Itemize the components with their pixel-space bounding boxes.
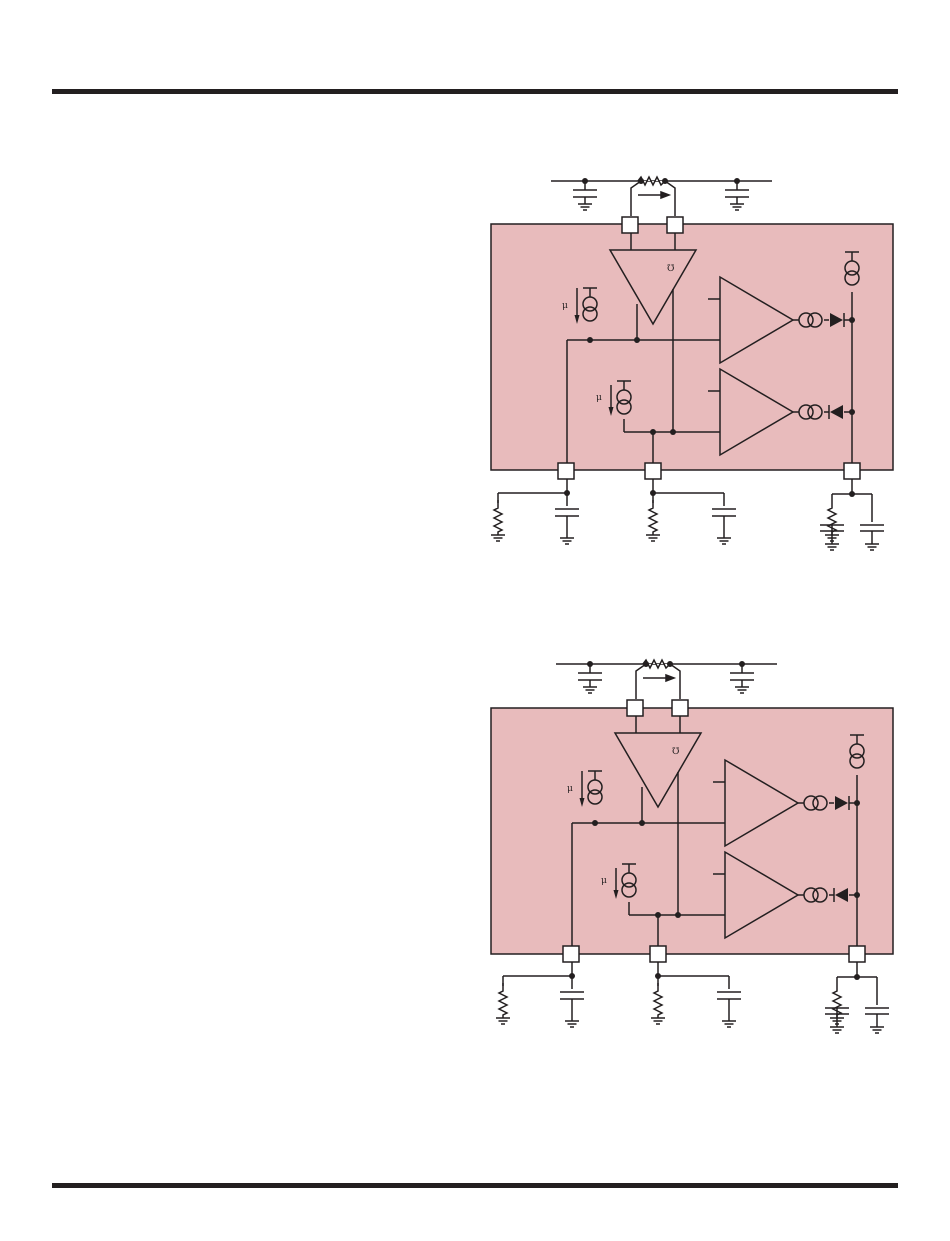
pin-sense-minus — [667, 217, 683, 233]
source-glyph: μ — [562, 301, 568, 311]
diagram-2: ℧ μ μ — [491, 660, 893, 1033]
pin-left — [563, 946, 579, 962]
amp-glyph: ℧ — [667, 264, 675, 274]
amp-glyph: ℧ — [672, 747, 680, 757]
pin-sense-plus — [622, 217, 638, 233]
source-glyph: μ — [601, 876, 607, 886]
ic-body — [491, 708, 893, 954]
pin-right — [844, 463, 860, 479]
pin-sense-plus — [627, 700, 643, 716]
ic-body — [491, 224, 893, 470]
source-glyph: μ — [596, 393, 602, 403]
pin-right — [849, 946, 865, 962]
pin-sense-minus — [672, 700, 688, 716]
source-glyph: μ — [567, 784, 573, 794]
diagram-1: ℧ μ μ — [491, 177, 893, 550]
pin-middle — [650, 946, 666, 962]
pin-middle — [645, 463, 661, 479]
pin-left — [558, 463, 574, 479]
